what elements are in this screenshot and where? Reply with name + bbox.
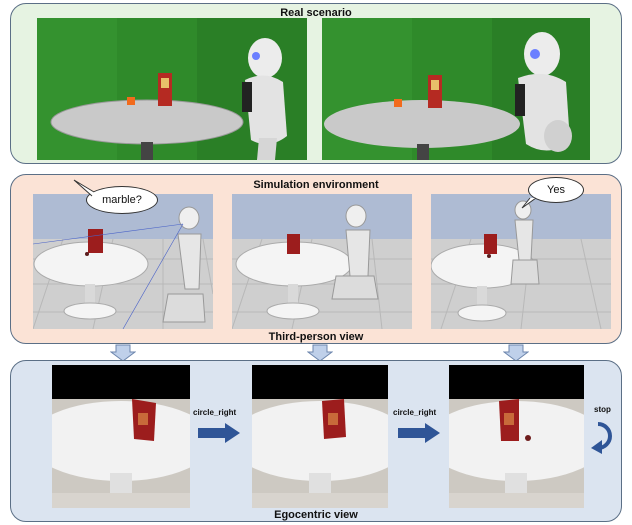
ego-view-1 [52, 365, 190, 508]
real-photo-1 [37, 18, 307, 160]
u-turn-icon [591, 422, 612, 454]
right-arrow-1 [198, 423, 240, 443]
speech-bubble-question: marble? [86, 186, 158, 214]
sim-view-2 [232, 194, 412, 329]
simulation-title: Simulation environment [253, 179, 379, 191]
down-arrow-left [110, 344, 136, 362]
action-label-stop: stop [594, 405, 611, 414]
action-label-2: circle_right [393, 408, 437, 417]
egocentric-title: Egocentric view [274, 509, 358, 521]
sim-view-3 [431, 194, 611, 329]
speech-bubble-question-tail [73, 179, 95, 197]
speech-bubble-answer: Yes [528, 177, 584, 203]
speech-bubble-answer-tail [521, 197, 537, 209]
right-arrow-2 [398, 423, 440, 443]
down-arrow-right [503, 344, 529, 362]
real-photo-2 [322, 18, 590, 160]
real-scenario-title: Real scenario [280, 7, 352, 19]
third-person-view-label: Third-person view [268, 331, 364, 343]
sim-view-1 [33, 194, 213, 329]
ego-view-3 [449, 365, 584, 508]
ego-view-2 [252, 365, 388, 508]
down-arrow-middle [307, 344, 333, 362]
action-label-1: circle_right [193, 408, 237, 417]
